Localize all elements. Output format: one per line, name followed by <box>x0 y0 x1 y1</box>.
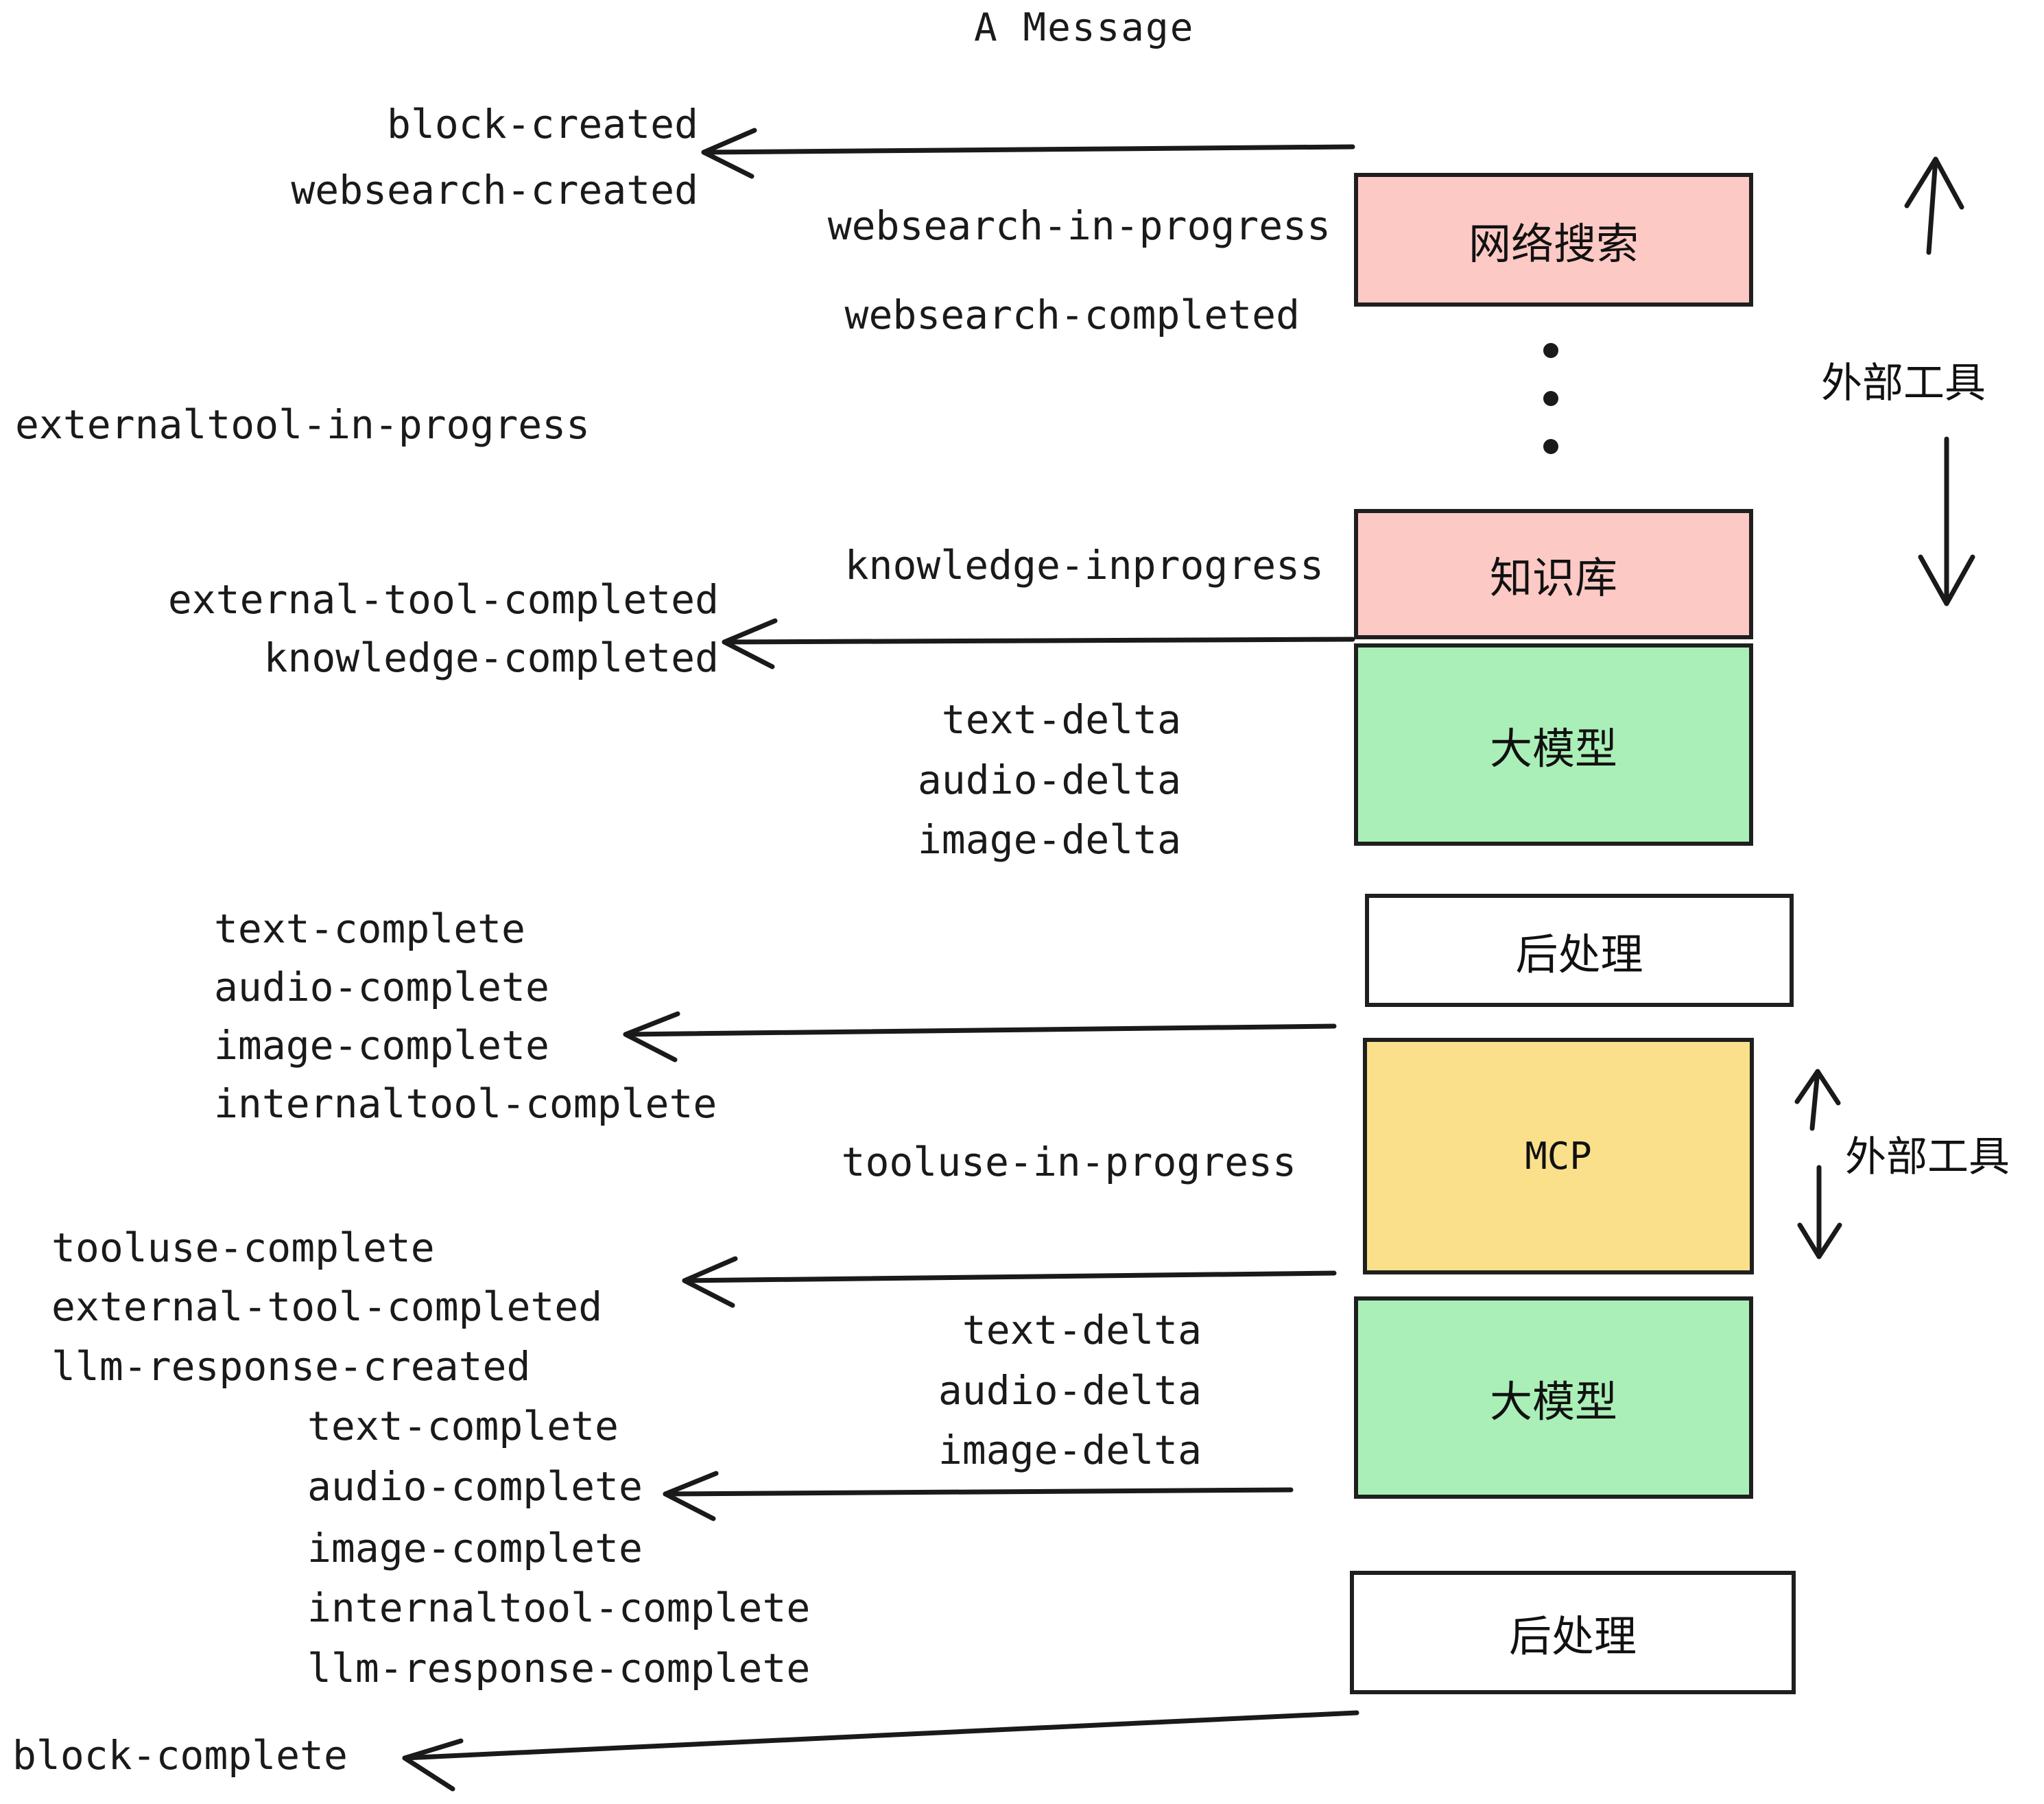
vertical-ellipsis <box>1543 343 1571 480</box>
side-label-external-tool-bottom: 外部工具 <box>1845 1133 2010 1181</box>
event-text-delta-1: text-delta <box>941 696 1181 743</box>
arrow-websearch-to-events <box>701 128 1355 179</box>
box-mcp-label: MCP <box>1525 1135 1592 1178</box>
event-llm-response-created: llm-response-created <box>51 1343 531 1390</box>
side-label-external-tool-top: 外部工具 <box>1821 359 1986 407</box>
event-text-delta-2: text-delta <box>962 1307 1202 1353</box>
event-audio-delta-2: audio-delta <box>938 1367 1202 1414</box>
ellipsis-dot <box>1543 439 1558 454</box>
event-tooluse-complete: tooluse-complete <box>51 1224 435 1271</box>
event-block-complete: block-complete <box>12 1732 348 1779</box>
arrow-external-tool-bottom-up <box>1794 1069 1841 1131</box>
event-image-delta-1: image-delta <box>917 816 1181 863</box>
box-postprocess-bottom-label: 后处理 <box>1508 1611 1637 1661</box>
arrow-external-tool-top-up <box>1904 156 1964 255</box>
arrow-external-tool-top-down <box>1918 436 1975 606</box>
box-llm-bottom[interactable]: 大模型 <box>1354 1296 1753 1499</box>
event-websearch-in-progress: websearch-in-progress <box>827 202 1331 249</box>
box-llm-top-label: 大模型 <box>1489 723 1617 774</box>
event-image-delta-2: image-delta <box>938 1427 1202 1473</box>
arrow-postprocess-bottom-to-events <box>402 1710 1359 1792</box>
event-websearch-completed: websearch-completed <box>844 292 1300 338</box>
event-audio-delta-1: audio-delta <box>917 757 1181 803</box>
event-llm-response-complete: llm-response-complete <box>307 1645 811 1692</box>
box-websearch[interactable]: 网络搜索 <box>1354 173 1753 307</box>
event-audio-complete-1: audio-complete <box>214 964 549 1010</box>
box-postprocess-top[interactable]: 后处理 <box>1365 894 1794 1007</box>
box-postprocess-bottom[interactable]: 后处理 <box>1350 1571 1796 1694</box>
arrow-knowledge-to-events <box>722 618 1355 669</box>
event-externaltool-in-progress: externaltool-in-progress <box>15 401 591 448</box>
box-postprocess-top-label: 后处理 <box>1515 929 1643 980</box>
event-websearch-created: websearch-created <box>291 167 698 213</box>
box-llm-top[interactable]: 大模型 <box>1354 643 1753 846</box>
arrow-external-tool-bottom-down <box>1797 1165 1842 1259</box>
box-mcp[interactable]: MCP <box>1363 1038 1754 1274</box>
event-image-complete-1: image-complete <box>214 1022 549 1069</box>
page-title: A Message <box>974 5 1195 50</box>
arrow-postprocess-top-to-events <box>623 1011 1337 1063</box>
event-knowledge-completed: knowledge-completed <box>263 634 719 681</box>
event-block-created: block-created <box>387 101 698 147</box>
box-llm-bottom-label: 大模型 <box>1489 1376 1617 1427</box>
event-text-complete-2: text-complete <box>307 1403 619 1449</box>
event-text-complete-1: text-complete <box>214 905 525 952</box>
event-image-complete-2: image-complete <box>307 1525 643 1571</box>
event-external-tool-completed-1: external-tool-completed <box>167 576 719 623</box>
event-knowledge-inprogress: knowledge-inprogress <box>844 542 1324 589</box>
event-internaltool-complete-1: internaltool-complete <box>214 1080 717 1127</box>
event-external-tool-completed-2: external-tool-completed <box>51 1283 603 1330</box>
box-knowledge-label: 知识库 <box>1489 553 1617 603</box>
box-websearch-label: 网络搜索 <box>1468 218 1639 269</box>
arrow-mcp-to-events <box>682 1256 1337 1308</box>
event-tooluse-in-progress: tooluse-in-progress <box>841 1139 1296 1185</box>
ellipsis-dot <box>1543 391 1558 406</box>
event-audio-complete-2: audio-complete <box>307 1463 643 1510</box>
box-knowledge[interactable]: 知识库 <box>1354 509 1753 639</box>
event-internaltool-complete-2: internaltool-complete <box>307 1585 811 1631</box>
ellipsis-dot <box>1543 343 1558 358</box>
arrow-llm-bottom-to-events <box>663 1471 1294 1521</box>
